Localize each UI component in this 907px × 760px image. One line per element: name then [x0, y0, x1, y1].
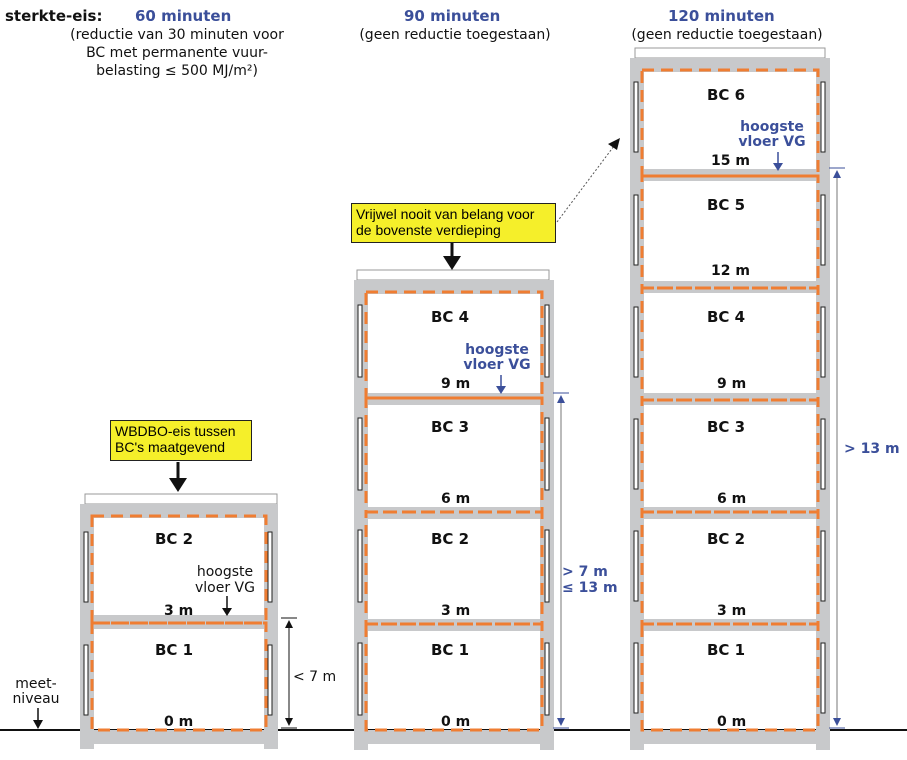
- top-floor-line1: hoogste: [465, 342, 529, 358]
- level-label: 0 m: [441, 714, 471, 730]
- compartment-bc2: [364, 510, 544, 626]
- compartment-bc4: [640, 286, 820, 402]
- compartment-bc1: [90, 621, 268, 732]
- building-2: [354, 269, 554, 750]
- dimension-building-2: [553, 392, 569, 729]
- bc-label: BC 6: [707, 86, 746, 104]
- down-arrow-icon: [773, 163, 783, 171]
- level-label: 12 m: [711, 263, 750, 279]
- level-label: 0 m: [164, 714, 194, 730]
- dimension-line2: ≤ 13 m: [562, 580, 618, 596]
- note-wbdbo-line1: WBDBO-eis tussen: [115, 423, 236, 439]
- note-vrijwel: Vrijwel nooit van belang voor de bovenst…: [351, 203, 556, 243]
- col2-line1: (geen reductie toegestaan): [359, 27, 551, 43]
- bc-label: BC 2: [431, 530, 470, 548]
- dimension-label: > 13 m: [844, 441, 900, 457]
- level-label: 3 m: [164, 603, 194, 619]
- down-arrow-icon: [169, 478, 187, 492]
- dimension-building-1: [281, 617, 297, 729]
- bc-label: BC 4: [431, 308, 470, 326]
- bc-label: BC 4: [707, 308, 746, 326]
- compartment-bc2: [640, 510, 820, 626]
- col2-title: 90 minuten: [404, 7, 501, 25]
- level-label: 15 m: [711, 153, 750, 169]
- meetniveau-line2: niveau: [12, 691, 60, 707]
- dimension-building-3: [829, 167, 845, 729]
- level-label: 9 m: [717, 376, 747, 392]
- bc-label: BC 1: [155, 641, 194, 659]
- bc-label: BC 3: [431, 418, 470, 436]
- level-label: 6 m: [441, 491, 471, 507]
- note-vrijwel-line2: de bovenste verdieping: [356, 222, 501, 238]
- dimension-label: < 7 m: [293, 669, 337, 685]
- bc-label: BC 1: [431, 641, 470, 659]
- down-arrow-icon: [496, 386, 506, 394]
- down-arrow-icon: [443, 256, 461, 270]
- level-label: 0 m: [717, 714, 747, 730]
- compartment-bc1: [364, 622, 544, 732]
- bc-label: BC 5: [707, 196, 746, 214]
- col3-title: 120 minuten: [668, 7, 775, 25]
- top-floor-line2: vloer VG: [738, 134, 806, 150]
- note-wbdbo: WBDBO-eis tussen BC's maatgevend: [110, 420, 252, 461]
- roof-parapet: [634, 47, 826, 59]
- pointer-line: [556, 145, 615, 223]
- top-floor-line1: hoogste: [196, 564, 254, 580]
- down-arrow-icon: [33, 720, 43, 729]
- level-label: 6 m: [717, 491, 747, 507]
- level-label: 3 m: [441, 603, 471, 619]
- meetniveau-line1: meet-: [15, 676, 57, 692]
- col1-line2: BC met permanente vuur-: [86, 45, 268, 61]
- bc-label: BC 1: [707, 641, 746, 659]
- roof-parapet: [84, 493, 278, 505]
- note-vrijwel-line1: Vrijwel nooit van belang voor: [356, 206, 535, 222]
- header-label: sterkte-eis:: [5, 7, 103, 25]
- compartment-bc3: [364, 396, 544, 514]
- note-wbdbo-line2: BC's maatgevend: [115, 439, 226, 455]
- arrow-head-icon: [608, 138, 620, 150]
- col3-line1: (geen reductie toegestaan): [631, 27, 823, 43]
- building-3: [630, 47, 830, 750]
- compartment-bc3: [640, 398, 820, 514]
- top-floor-line2: vloer VG: [463, 357, 531, 373]
- col1-line3: belasting ≤ 500 MJ/m²): [96, 63, 258, 79]
- building-1: [80, 493, 278, 749]
- top-floor-line2: vloer VG: [195, 580, 255, 596]
- bc-label: BC 2: [707, 530, 746, 548]
- level-label: 9 m: [441, 376, 471, 392]
- roof-parapet: [356, 269, 550, 281]
- col1-line1: (reductie van 30 minuten voor: [70, 27, 284, 43]
- bc-label: BC 3: [707, 418, 746, 436]
- compartment-bc1: [640, 622, 820, 732]
- level-label: 3 m: [717, 603, 747, 619]
- dimension-line1: > 7 m: [562, 564, 608, 580]
- compartment-bc5: [640, 174, 820, 290]
- bc-label: BC 2: [155, 530, 194, 548]
- top-floor-line1: hoogste: [740, 119, 804, 135]
- col1-title: 60 minuten: [135, 7, 232, 25]
- down-arrow-icon: [222, 608, 232, 616]
